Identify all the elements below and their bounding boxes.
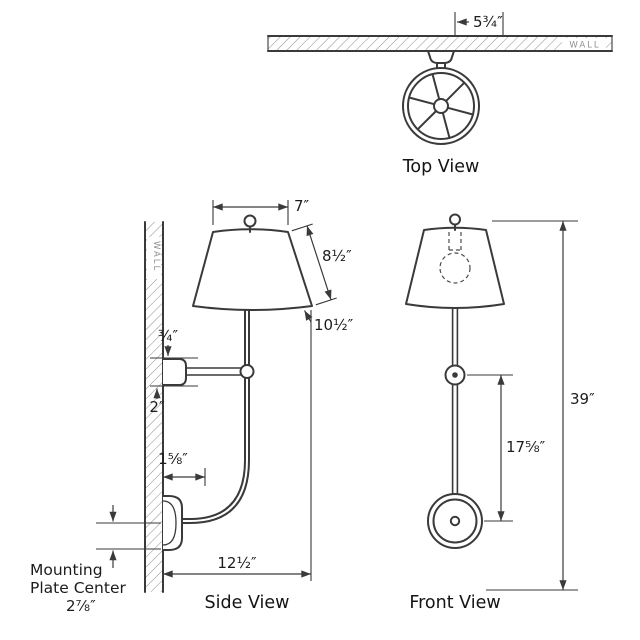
wall-label-bg — [562, 38, 606, 50]
side-wall-hatch — [145, 222, 163, 592]
front-view-label: Front View — [409, 593, 500, 613]
dim-text-3-4: ¾″ — [158, 327, 179, 345]
side-wall-label: WALL — [151, 241, 161, 272]
side-arm — [163, 358, 255, 386]
mounting-note-line2: Plate Center — [30, 579, 126, 597]
dim-text-12-1-2: 12½″ — [217, 554, 257, 572]
dim-text-1-5-8: 1⅝″ — [158, 450, 188, 468]
side-stem — [181, 308, 250, 524]
dim-text-7: 7″ — [294, 197, 310, 215]
front-mounting-plate — [427, 493, 483, 549]
dim-backplate-height: 2″ — [149, 385, 198, 416]
top-view-label: Top View — [402, 157, 480, 177]
swivel-knob — [239, 364, 255, 379]
side-view-label: Side View — [205, 593, 290, 613]
dim-shade-slant: 8½″ — [291, 223, 352, 306]
dim-text-2-7-8: 2⅞″ — [66, 597, 96, 615]
dim-text-39: 39″ — [570, 390, 595, 408]
top-view: WALL 5¾″ Top View — [267, 12, 613, 177]
front-shade — [405, 213, 505, 309]
dim-plate-depth: 1⅝″ — [158, 450, 206, 486]
top-backplate — [427, 50, 455, 70]
dim-arm-thickness: ¾″ — [150, 327, 198, 359]
front-stem — [451, 308, 459, 495]
dim-text-5-3-4: 5¾″ — [473, 13, 503, 31]
dim-backplate-width: 5¾″ — [454, 12, 504, 36]
dim-text-10-1-2: 10½″ — [314, 316, 354, 334]
dim-text-2: 2″ — [149, 398, 165, 416]
dim-shade-top-width: 7″ — [212, 197, 310, 225]
top-wall: WALL — [267, 35, 613, 52]
top-shade-wheel — [402, 67, 480, 145]
wall-label-bg — [147, 237, 161, 279]
top-wall-label: WALL — [569, 41, 600, 51]
dim-projection: 12½″ — [163, 310, 312, 581]
dim-overall-height: 39″ — [486, 220, 595, 591]
front-swivel-knob — [444, 364, 466, 386]
side-wall-plate — [162, 495, 183, 551]
dim-mounting-plate-center: Mounting Plate Center 2⅞″ — [30, 505, 161, 615]
dim-text-17-5-8: 17⅝″ — [506, 438, 546, 456]
bulb-hidden-lines — [439, 232, 471, 284]
finial — [243, 214, 257, 228]
side-shade — [192, 214, 313, 311]
wheel-spokes — [408, 73, 474, 139]
dim-shade-bottom-width: 10½″ — [303, 310, 354, 334]
side-view: WALL 7″ — [30, 197, 354, 615]
finial — [449, 213, 461, 226]
top-wall-hatch — [268, 36, 612, 51]
dim-swivel-to-plate: 17⅝″ — [467, 374, 546, 522]
front-view: 39″ 17⅝″ Front View — [405, 213, 595, 613]
mounting-note-line1: Mounting — [30, 561, 103, 579]
dim-text-8-1-2: 8½″ — [322, 247, 352, 265]
arm-backplate — [163, 358, 187, 386]
